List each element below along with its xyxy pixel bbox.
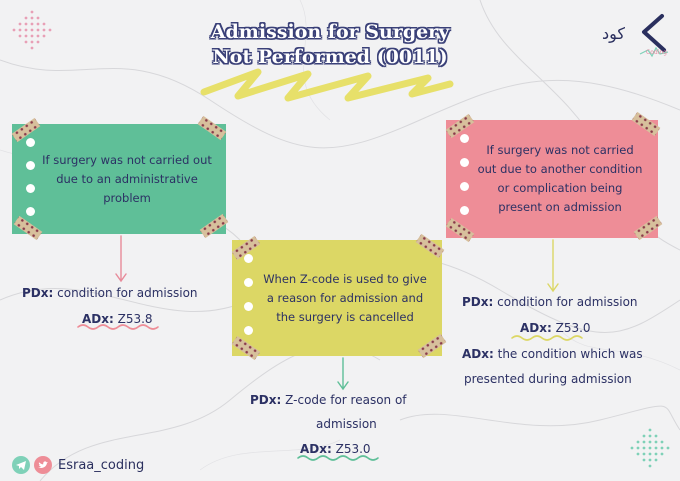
right-adx: ADx: Z53.0	[520, 315, 591, 341]
binder-hole	[460, 134, 469, 143]
arrow-middle	[337, 357, 349, 391]
pdx-text: Z-code for reason of	[285, 393, 407, 407]
binder-hole	[244, 278, 253, 287]
adx-text: Z53.0	[335, 442, 371, 456]
card-text: When Z-code is used to give a reason for…	[263, 271, 427, 324]
right-adx2: ADx: the condition which was	[462, 341, 643, 367]
binder-hole	[26, 161, 35, 170]
binder-hole	[26, 184, 35, 193]
telegram-icon	[12, 456, 30, 474]
left-pdx: PDx: condition for admission	[22, 280, 198, 306]
dots-decoration-bottom-right	[630, 428, 670, 468]
left-adx: ADx: Z53.8	[82, 306, 153, 332]
author-handle: Esraa_coding	[58, 457, 145, 473]
card-text: If surgery was not carried out due to an…	[477, 143, 643, 214]
middle-pdx: PDx: Z-code for reason of	[250, 387, 407, 413]
title-line-1: Admission for Surgery	[210, 21, 450, 43]
right-pdx: PDx: condition for admission	[462, 289, 638, 315]
card-other-condition: If surgery was not carried out due to an…	[446, 120, 658, 238]
binder-hole	[26, 207, 35, 216]
logo: كود Coding	[600, 10, 670, 58]
arrow-right	[547, 239, 559, 293]
card-zcode-cancelled: When Z-code is used to give a reason for…	[232, 240, 442, 356]
pdx-text: condition for admission	[497, 295, 638, 309]
logo-subtext: Coding	[646, 49, 667, 56]
binder-hole	[244, 302, 253, 311]
footer-social: Esraa_coding	[12, 456, 144, 474]
binder-hole	[244, 254, 253, 263]
arrow-left	[115, 235, 127, 283]
dots-decoration-top-left	[12, 10, 52, 50]
adx-label: ADx:	[300, 442, 332, 456]
adx-text: Z53.0	[555, 321, 591, 335]
underline-right-adx	[511, 335, 583, 341]
middle-adx: ADx: Z53.0	[300, 436, 371, 462]
pdx-label: PDx:	[462, 295, 494, 309]
right-adx2-cont: presented during admission	[464, 372, 632, 386]
adx-label: ADx:	[520, 321, 552, 335]
card-text: If surgery was not carried out due to an…	[42, 152, 212, 205]
adx-label: ADx:	[82, 312, 114, 326]
pdx-text: condition for admission	[57, 286, 198, 300]
logo-mark	[639, 14, 669, 58]
middle-pdx-cont: admission	[316, 417, 377, 431]
title-line-2: Not Performed (0011)	[212, 46, 448, 68]
binder-hole	[26, 138, 35, 147]
binder-hole	[460, 206, 469, 215]
underline-left-adx	[77, 324, 159, 330]
binder-hole	[244, 326, 253, 335]
logo-text: كود	[602, 24, 626, 43]
twitter-icon	[34, 456, 52, 474]
pdx-label: PDx:	[250, 393, 282, 407]
binder-hole	[460, 158, 469, 167]
adx2-text: the condition which was	[497, 347, 643, 361]
adx2-label: ADx:	[462, 347, 494, 361]
binder-hole	[460, 182, 469, 191]
pdx-label: PDx:	[22, 286, 54, 300]
underline-middle-adx	[297, 455, 379, 461]
card-administrative-problem: If surgery was not carried out due to an…	[12, 124, 226, 234]
title-scribble	[200, 68, 454, 102]
adx-text: Z53.8	[117, 312, 153, 326]
page-title: Admission for Surgery Not Performed (001…	[150, 20, 510, 70]
